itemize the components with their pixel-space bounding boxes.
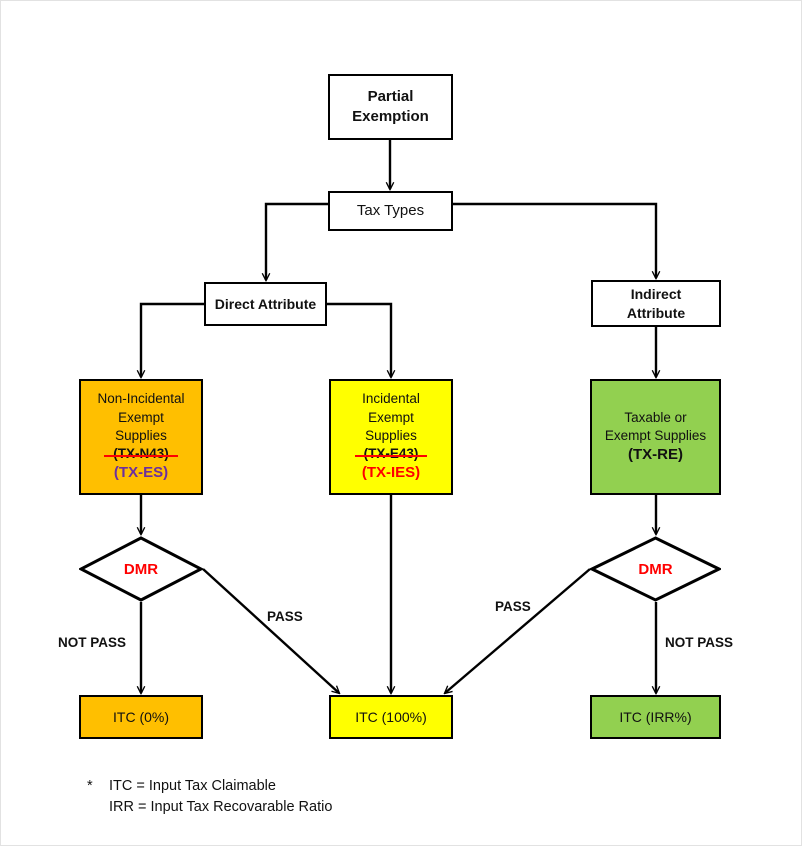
node-incidental-exempt-supplies[interactable]: Incidental Exempt Supplies (TX-E43) (TX-… <box>329 379 453 495</box>
incidental-old-code: (TX-E43) <box>354 445 428 463</box>
legend-star: * <box>87 778 93 794</box>
taxable-line2: Exempt Supplies <box>604 427 707 443</box>
incidental-line1: Incidental <box>362 391 420 407</box>
diamond-shape-left <box>79 536 203 602</box>
partial-exemption-line2: Exemption <box>352 108 429 125</box>
dmr-label-left: DMR <box>123 560 159 578</box>
edge-taxtypes-to-indirect <box>453 202 656 278</box>
node-non-incidental-exempt-supplies[interactable]: Non-Incidental Exempt Supplies (TX-N43) … <box>79 379 203 495</box>
non-incidental-line3: Supplies <box>115 427 167 443</box>
dmr-decision-left[interactable]: DMR <box>79 536 203 602</box>
tax-types-label: Tax Types <box>356 201 425 219</box>
legend-itc-text: ITC = Input Tax Claimable <box>109 778 276 794</box>
diamond-shape-right <box>590 536 721 602</box>
edge-dmr-left-pass-to-itc100 <box>202 568 339 693</box>
non-incidental-line2: Exempt <box>118 409 164 425</box>
non-incidental-line1: Non-Incidental <box>97 391 185 407</box>
node-itc-zero-percent[interactable]: ITC (0%) <box>79 695 203 739</box>
node-partial-exemption[interactable]: Partial Exemption <box>328 74 453 140</box>
node-direct-attribute[interactable]: Direct Attribute <box>204 282 327 326</box>
itc-hundred-label: ITC (100%) <box>355 708 427 725</box>
edge-direct-to-incidental <box>327 302 391 377</box>
legend-irr-text: IRR = Input Tax Recovarable Ratio <box>109 799 333 815</box>
itc-irr-label: ITC (IRR%) <box>619 708 692 725</box>
edge-label-pass-left: PASS <box>267 609 303 624</box>
edge-taxtypes-to-direct <box>266 202 328 280</box>
indirect-attribute-line2: Attribute <box>626 304 686 321</box>
legend: * ITC = Input Tax Claimable IRR = Input … <box>87 778 332 820</box>
node-itc-hundred-percent[interactable]: ITC (100%) <box>329 695 453 739</box>
incidental-line2: Exempt <box>368 409 414 425</box>
non-incidental-old-code: (TX-N43) <box>104 445 178 463</box>
direct-attribute-label: Direct Attribute <box>214 295 317 312</box>
legend-row-irr: IRR = Input Tax Recovarable Ratio <box>87 799 332 815</box>
partial-exemption-line1: Partial <box>367 87 414 105</box>
indirect-attribute-line1: Indirect <box>630 285 682 302</box>
node-indirect-attribute[interactable]: Indirect Attribute <box>591 280 721 327</box>
edge-dmr-right-pass-to-itc100 <box>445 568 591 693</box>
incidental-new-code: (TX-IES) <box>361 464 421 482</box>
legend-row-itc: * ITC = Input Tax Claimable <box>87 778 332 794</box>
dmr-label-right: DMR <box>638 560 673 578</box>
node-tax-types[interactable]: Tax Types <box>328 191 453 231</box>
incidental-line3: Supplies <box>365 427 417 443</box>
taxable-code: (TX-RE) <box>628 446 683 464</box>
taxable-line1: Taxable or <box>624 409 687 425</box>
edge-label-not-pass-right: NOT PASS <box>665 635 734 650</box>
node-itc-irr-percent[interactable]: ITC (IRR%) <box>590 695 721 739</box>
edge-label-not-pass-left: NOT PASS <box>58 635 127 650</box>
dmr-decision-right[interactable]: DMR <box>590 536 721 602</box>
node-taxable-or-exempt-supplies[interactable]: Taxable or Exempt Supplies (TX-RE) <box>590 379 721 495</box>
edge-label-pass-right: PASS <box>495 599 531 614</box>
edge-direct-to-nonincidental <box>141 302 204 377</box>
itc-zero-label: ITC (0%) <box>113 708 169 725</box>
non-incidental-new-code: (TX-ES) <box>113 464 169 482</box>
